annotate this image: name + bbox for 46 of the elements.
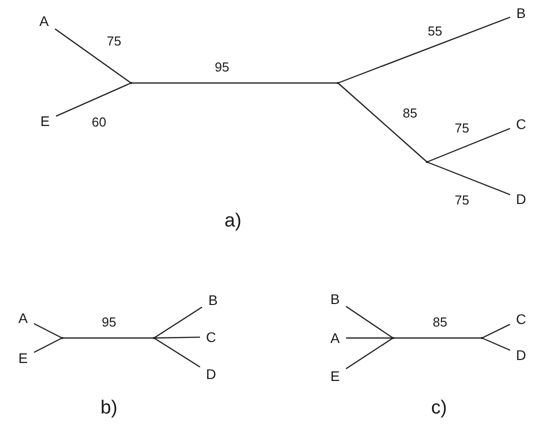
taxon-label: B: [510, 3, 532, 23]
branch-length: 60: [90, 116, 108, 128]
branch-line: [338, 16, 510, 84]
branch-line: [482, 324, 510, 339]
branch-line: [346, 337, 393, 339]
taxon-label: C: [510, 309, 532, 329]
branch-line: [154, 338, 200, 368]
taxon-label: B: [324, 289, 346, 309]
taxon-label: B: [202, 290, 224, 310]
branch-length: 95: [100, 316, 118, 328]
branch-line: [131, 82, 338, 84]
branch-length: 75: [454, 194, 470, 206]
branch-length: 75: [106, 34, 122, 48]
taxon-label: E: [34, 111, 56, 131]
branch-line: [34, 323, 62, 339]
branch-line: [154, 336, 200, 339]
branch-line: [346, 306, 394, 338]
branch-line: [154, 306, 202, 338]
branch-length: 85: [432, 316, 448, 328]
branch-line: [346, 338, 394, 370]
branch-line: [426, 128, 510, 163]
branch-line: [62, 337, 154, 339]
branch-line: [34, 337, 62, 353]
panel-label: a): [224, 212, 242, 230]
taxon-label: A: [12, 308, 34, 328]
branch-length: 75: [454, 122, 470, 134]
branch-line: [482, 337, 510, 351]
branch-length: 55: [426, 24, 444, 38]
taxon-label: D: [200, 364, 222, 384]
branch-line: [338, 82, 428, 162]
branch-line: [393, 337, 482, 339]
branch-length: 85: [402, 106, 418, 120]
taxon-label: C: [200, 327, 222, 347]
taxon-label: E: [324, 366, 346, 386]
branch-line: [54, 28, 132, 84]
taxon-label: A: [33, 11, 55, 31]
taxon-label: E: [12, 348, 34, 368]
branch-line: [56, 82, 132, 117]
taxon-label: C: [510, 114, 532, 134]
panel-label: b): [100, 398, 118, 418]
branch-length: 95: [214, 60, 230, 74]
taxon-label: D: [510, 345, 532, 365]
taxon-label: D: [510, 189, 532, 209]
taxon-label: A: [324, 328, 346, 348]
branch-line: [426, 161, 510, 196]
panel-label: c): [431, 398, 447, 418]
